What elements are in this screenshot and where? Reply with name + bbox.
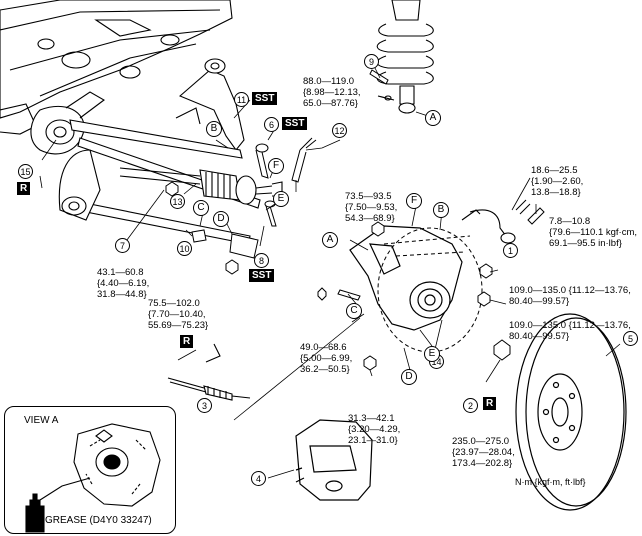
brake-caliper bbox=[295, 419, 373, 501]
ref-D-knuckle: D bbox=[401, 369, 417, 385]
sst-tag-6: SST bbox=[282, 117, 308, 130]
torque-spec-nut-upper: 109.0—135.0 {11.12—13.76,80.40—99.57} bbox=[509, 285, 631, 307]
callout-6: 6 bbox=[264, 117, 279, 132]
knuckle bbox=[349, 225, 463, 331]
torque-units-legend: N·m {kgf·m, ft·lbf} bbox=[515, 477, 586, 487]
callout-11: 11 bbox=[234, 92, 249, 107]
torque-spec-8: 75.5—102.0{7.70—10.40,55.69—75.23} bbox=[148, 298, 209, 331]
ref-A-shock: A bbox=[425, 110, 441, 126]
torque-spec-knuckle-top: 73.5—93.5{7.50—9.53,54.3—68.9} bbox=[345, 191, 398, 224]
ref-E-knuckle: E bbox=[424, 346, 440, 362]
ref-D-link: D bbox=[213, 211, 229, 227]
ref-B-arm: B bbox=[206, 121, 222, 137]
torque-spec-9: 88.0—119.0{8.98—12.13,65.0—87.76} bbox=[303, 76, 361, 109]
view-a-title: VIEW A bbox=[24, 415, 59, 426]
ref-C-link: C bbox=[193, 200, 209, 216]
crossmember bbox=[0, 0, 233, 135]
torque-spec-wheel-sensor: 18.6—25.5{1.90—2.60,13.8—18.8} bbox=[531, 165, 584, 198]
differential bbox=[30, 91, 105, 155]
callout-2: 2 bbox=[463, 398, 478, 413]
drive-shaft bbox=[119, 167, 283, 205]
callout-10: 10 bbox=[177, 241, 192, 256]
dust-cover bbox=[377, 227, 483, 353]
ref-A-knuckle: A bbox=[322, 232, 338, 248]
torque-spec-7: 43.1—60.8{4.40—6.19,31.8—44.8} bbox=[97, 267, 150, 300]
brake-disc bbox=[515, 313, 627, 511]
parking-cable bbox=[167, 343, 251, 401]
grease-label: GREASE (D4Y0 33247) bbox=[45, 515, 152, 526]
ref-F-knuckle: F bbox=[406, 193, 422, 209]
torque-spec-caliper-bolt: 49.0—68.6{5.00—6.99,36.2—50.5} bbox=[300, 342, 353, 375]
torque-spec-nut-lower: 109.0—135.0 {11.12—13.76,80.40—99.57} bbox=[509, 320, 631, 342]
r-tag-2: R bbox=[483, 397, 497, 410]
upper-arm bbox=[175, 58, 245, 151]
shock-absorber bbox=[376, 0, 434, 114]
torque-spec-lower-nut: 31.3—42.1{3.20—4.29,23.1—31.0} bbox=[348, 413, 401, 446]
sst-tag-11: SST bbox=[252, 92, 278, 105]
callout-8: 8 bbox=[254, 253, 269, 268]
callout-3: 3 bbox=[197, 398, 212, 413]
callout-4: 4 bbox=[251, 471, 266, 486]
r-tag-15: R bbox=[17, 182, 31, 195]
wheel-speed-sensor bbox=[461, 209, 516, 244]
ref-B-knuckle: B bbox=[433, 202, 449, 218]
callout-9: 9 bbox=[364, 54, 379, 69]
callout-5: 5 bbox=[623, 331, 638, 346]
ref-C-knuckle: C bbox=[346, 303, 362, 319]
view-a-inset bbox=[4, 406, 176, 534]
callout-13: 13 bbox=[170, 194, 185, 209]
ref-F-arm: F bbox=[268, 158, 284, 174]
ref-E-link: E bbox=[273, 191, 289, 207]
torque-spec-small-bolt: 7.8—10.8{79.6—110.1 kgf·cm,69.1—95.5 in·… bbox=[549, 216, 638, 249]
callout-7: 7 bbox=[115, 238, 130, 253]
callout-15: 15 bbox=[18, 164, 33, 179]
callout-1: 1 bbox=[503, 243, 518, 258]
sst-tag-8: SST bbox=[249, 269, 275, 282]
callout-12: 12 bbox=[332, 123, 347, 138]
r-tag-cable: R bbox=[180, 335, 194, 348]
view-a-illustration bbox=[25, 423, 161, 533]
fasteners bbox=[165, 69, 545, 371]
torque-spec-2: 235.0—275.0{23.97—28.04,173.4—202.8} bbox=[452, 436, 515, 469]
